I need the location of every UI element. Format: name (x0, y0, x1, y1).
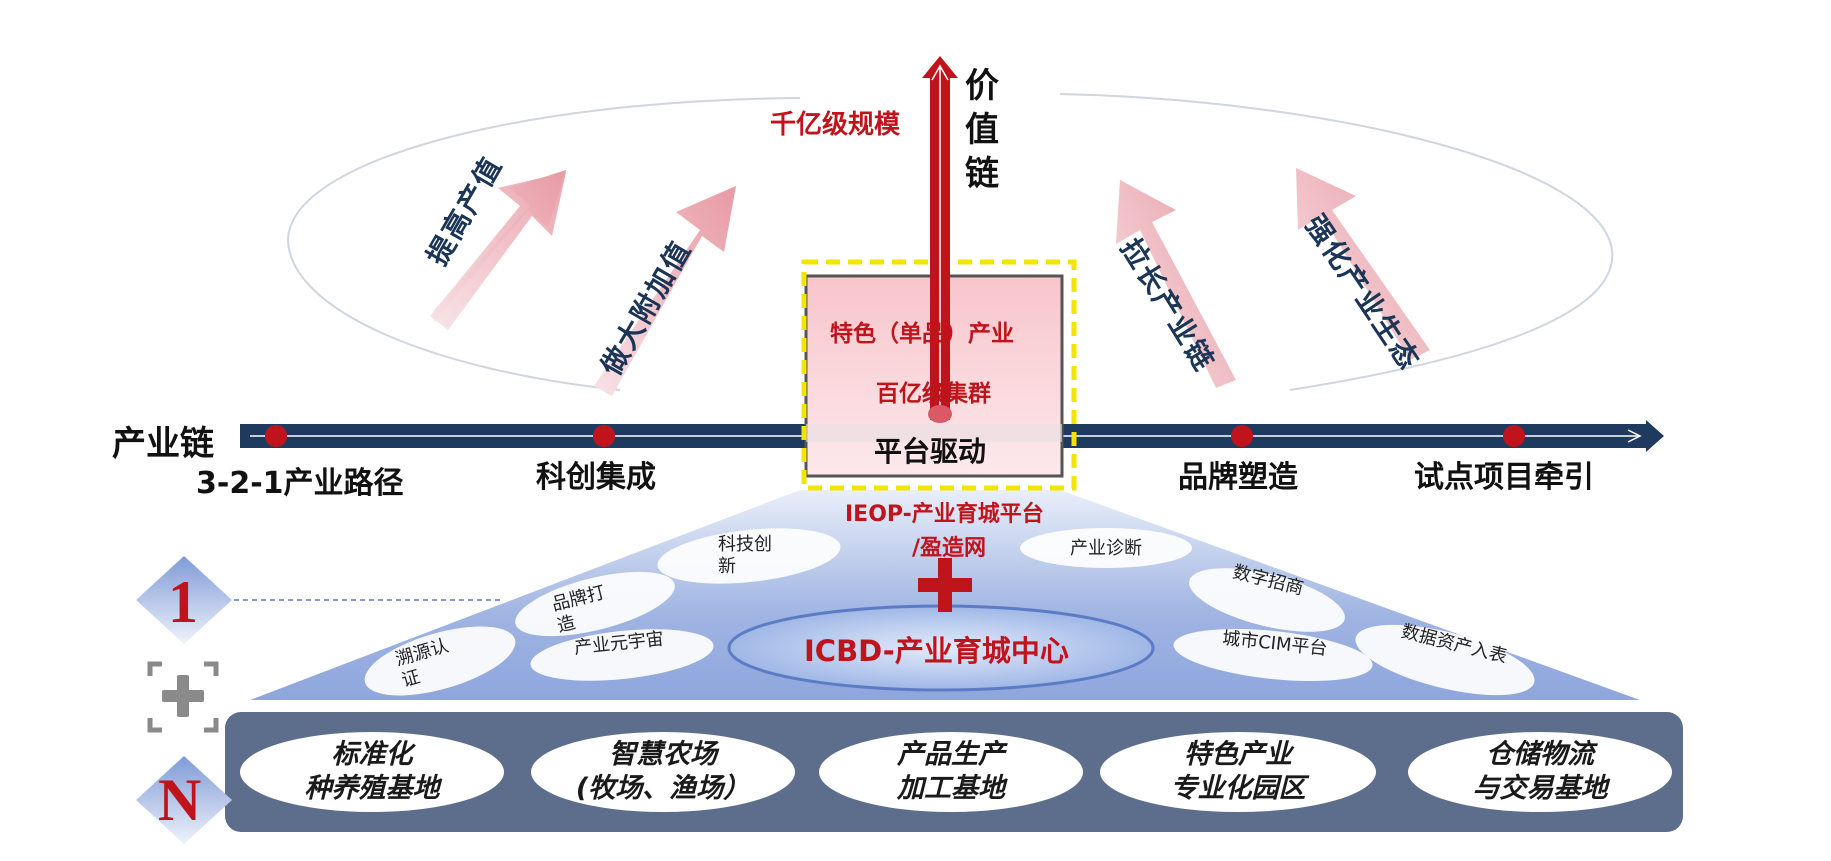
icbd-center-label: ICBD-产业育城中心 (804, 634, 1069, 668)
base-line: 仓储物流 (1486, 739, 1594, 770)
diamond-n (136, 756, 232, 844)
stage-brand-building: 品牌塑造 (1178, 460, 1298, 495)
base-standard-farming: 标准化 种养殖基地 (252, 738, 492, 806)
base-line: 特色产业 (1184, 739, 1292, 770)
model-n-label: N (158, 767, 202, 833)
outer-ellipse-left (286, 97, 801, 391)
platform-line1: 特色（单品）产业 (830, 321, 1014, 347)
base-line: 与交易基地 (1472, 773, 1608, 804)
plus-frame-icon (147, 661, 219, 733)
base-logistics: 仓储物流 与交易基地 (1420, 738, 1660, 806)
value-chain-label: 价值链 (965, 66, 999, 194)
base-processing: 产品生产 加工基地 (831, 738, 1071, 806)
path-label: 3-2-1产业路径 (196, 466, 404, 501)
ieop-line1: IEOP-产业育城平台 (845, 502, 1044, 527)
platform-driver: 平台驱动 (874, 435, 987, 468)
model-one-label: 1 (168, 569, 198, 635)
base-line: 产品生产 (897, 739, 1005, 770)
base-line: 智慧农场 (609, 739, 717, 770)
service-tech-innovation: 科技创新 (718, 534, 772, 577)
industry-chain-label: 产业链 (112, 424, 214, 464)
arrow-shape-2 (594, 186, 736, 396)
base-line: 标准化 (331, 739, 413, 770)
arrow-shape-4 (1296, 168, 1430, 360)
model-shapes (136, 556, 500, 844)
red-plus-icon (918, 558, 972, 612)
outer-ellipse-right (1059, 93, 1614, 391)
service-ellipses (364, 528, 1535, 696)
base-ellipses (240, 732, 1672, 812)
value-chain-arrow (922, 56, 958, 423)
base-line: 专业化园区 (1170, 773, 1306, 804)
base-industrial-park: 特色产业 专业化园区 (1118, 738, 1358, 806)
arrow-shape-1 (430, 170, 566, 330)
stage-tech-integration: 科创集成 (536, 460, 656, 495)
chain-dots (265, 425, 1525, 447)
diamond-1 (136, 556, 232, 644)
base-line: (牧场、渔场） (575, 773, 751, 804)
arrow-shape-3 (1116, 180, 1236, 388)
service-industry-diagnosis: 产业诊断 (1070, 538, 1142, 559)
base-line: 加工基地 (897, 773, 1005, 804)
stage-pilot-projects: 试点项目牵引 (1414, 460, 1594, 495)
base-line: 种养殖基地 (304, 773, 440, 804)
base-smart-farm: 智慧农场 (牧场、渔场） (543, 738, 783, 806)
platform-line2: 百亿级集群 (876, 381, 991, 407)
ieop-line2: /盈造网 (912, 536, 987, 561)
scale-label: 千亿级规模 (770, 110, 901, 140)
